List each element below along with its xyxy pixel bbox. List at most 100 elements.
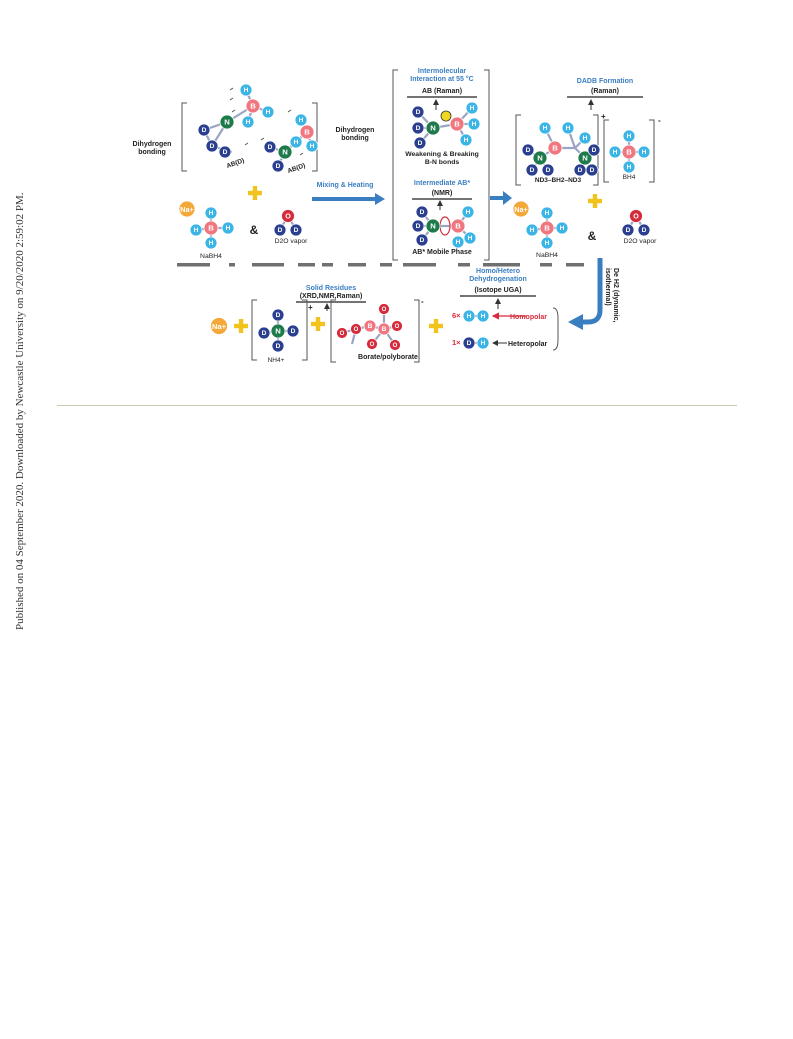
atom-symbol: N [430, 222, 436, 231]
atom-symbol: D [210, 143, 215, 150]
atom-o: O [366, 338, 378, 350]
atom-h: H [261, 105, 275, 119]
atom-symbol: D [530, 167, 535, 174]
atom-d: D [585, 163, 599, 177]
atom-o: O [336, 327, 348, 339]
atom-symbol: H [209, 210, 214, 217]
atom-n: N [270, 323, 286, 339]
label-d2o-right: D2O vapor [624, 238, 658, 245]
separator-dash [252, 263, 284, 267]
atom-circle [178, 200, 196, 218]
label-isotope: (Isotope UGA) [474, 287, 521, 294]
atom-d: D [205, 139, 219, 153]
label-line: & [588, 229, 597, 243]
atom-h: H [204, 206, 218, 220]
atom-circle [450, 218, 466, 234]
atom-h: H [608, 145, 622, 159]
atom-symbol: O [340, 331, 345, 337]
atom-h: H [204, 236, 218, 250]
residue-charge-plus: + [308, 303, 313, 312]
atom-d: D [621, 223, 635, 237]
atom-circle [277, 144, 293, 160]
atom-h: H [189, 223, 203, 237]
atom-d: D [411, 219, 425, 233]
atom-circle [189, 223, 203, 237]
shape-layer [177, 69, 655, 363]
atom-symbol: D [294, 227, 299, 234]
label-amp: & [250, 223, 259, 237]
atom-o: O [389, 339, 401, 351]
atom-symbol: H [456, 239, 461, 246]
atom-o: O [281, 209, 295, 223]
page-divider [57, 405, 737, 406]
atom-b: B [363, 319, 377, 333]
atom-circle [561, 121, 575, 135]
atom-circle [587, 143, 601, 157]
atom-symbol: N [282, 148, 288, 157]
atom-symbol: H [194, 227, 199, 234]
atom-circle [204, 236, 218, 250]
atom-symbol: H [481, 313, 486, 320]
atom-circle [415, 205, 429, 219]
atom-circle [608, 145, 622, 159]
plus-bar-v [433, 319, 439, 333]
atom-circle [476, 336, 490, 350]
label-line: DADB Formation [577, 78, 633, 85]
dadb-arrow [490, 191, 512, 205]
label-nabh4-left: NaBH4 [200, 253, 222, 260]
atom-h: H [540, 206, 554, 220]
atom-h: H [555, 221, 569, 235]
label-line: Intermolecular [418, 68, 467, 75]
label-line: Solid Residues [306, 285, 356, 292]
atom-symbol: H [299, 117, 304, 124]
bond-break-icon [440, 110, 452, 122]
atom-n: N [577, 150, 593, 166]
label-line: D2O vapor [275, 238, 309, 245]
atom-circle [637, 223, 651, 237]
atom-circle [451, 235, 465, 249]
atom-symbol: O [285, 212, 291, 220]
atom-circle [273, 223, 287, 237]
atom-circle [289, 223, 303, 237]
atom-o: O [378, 303, 390, 315]
atom-symbol: O [393, 343, 398, 349]
label-line: Intermediate AB* [414, 180, 470, 187]
atom-circle [204, 206, 218, 220]
atom-n: N [277, 144, 293, 160]
atom-symbol: B [208, 224, 214, 233]
label-de-h2: De H2 (dynamic,isothermal) [604, 268, 619, 323]
atom-circle [363, 319, 377, 333]
atom-d: D [637, 223, 651, 237]
atom-circle [218, 145, 232, 159]
atom-d: D [411, 121, 425, 135]
atom-symbol: H [209, 240, 214, 247]
label-mobile-phase: AB* Mobile Phase [412, 249, 472, 256]
atom-symbol: B [382, 326, 387, 333]
atom-d: D [257, 326, 271, 340]
atom-n: N [219, 114, 235, 130]
label-line: BH4 [623, 174, 636, 181]
atom-symbol: B [626, 148, 632, 157]
atom-circle [271, 339, 285, 353]
atom-symbol: D [546, 167, 551, 174]
atom-symbol: D [262, 330, 267, 337]
atom-symbol: H [246, 119, 251, 126]
atom-circle [425, 120, 441, 136]
atom-symbol: H [310, 143, 315, 150]
atom-h: H [451, 235, 465, 249]
atom-symbol: B [455, 222, 461, 231]
atom-circle [585, 163, 599, 177]
atom-circle [525, 223, 539, 237]
atom-symbol: Na+ [212, 322, 227, 331]
atom-h: H [540, 236, 554, 250]
atom-circle [305, 139, 319, 153]
atom-d: D [273, 223, 287, 237]
atom-b: B [547, 140, 563, 156]
label-line: NH4+ [268, 357, 285, 364]
separator-dash [403, 263, 436, 267]
h-bond-tick [299, 152, 304, 156]
label-line: NaBH4 [200, 253, 222, 260]
atom-h: H [241, 115, 255, 129]
plus-icon [311, 317, 325, 331]
